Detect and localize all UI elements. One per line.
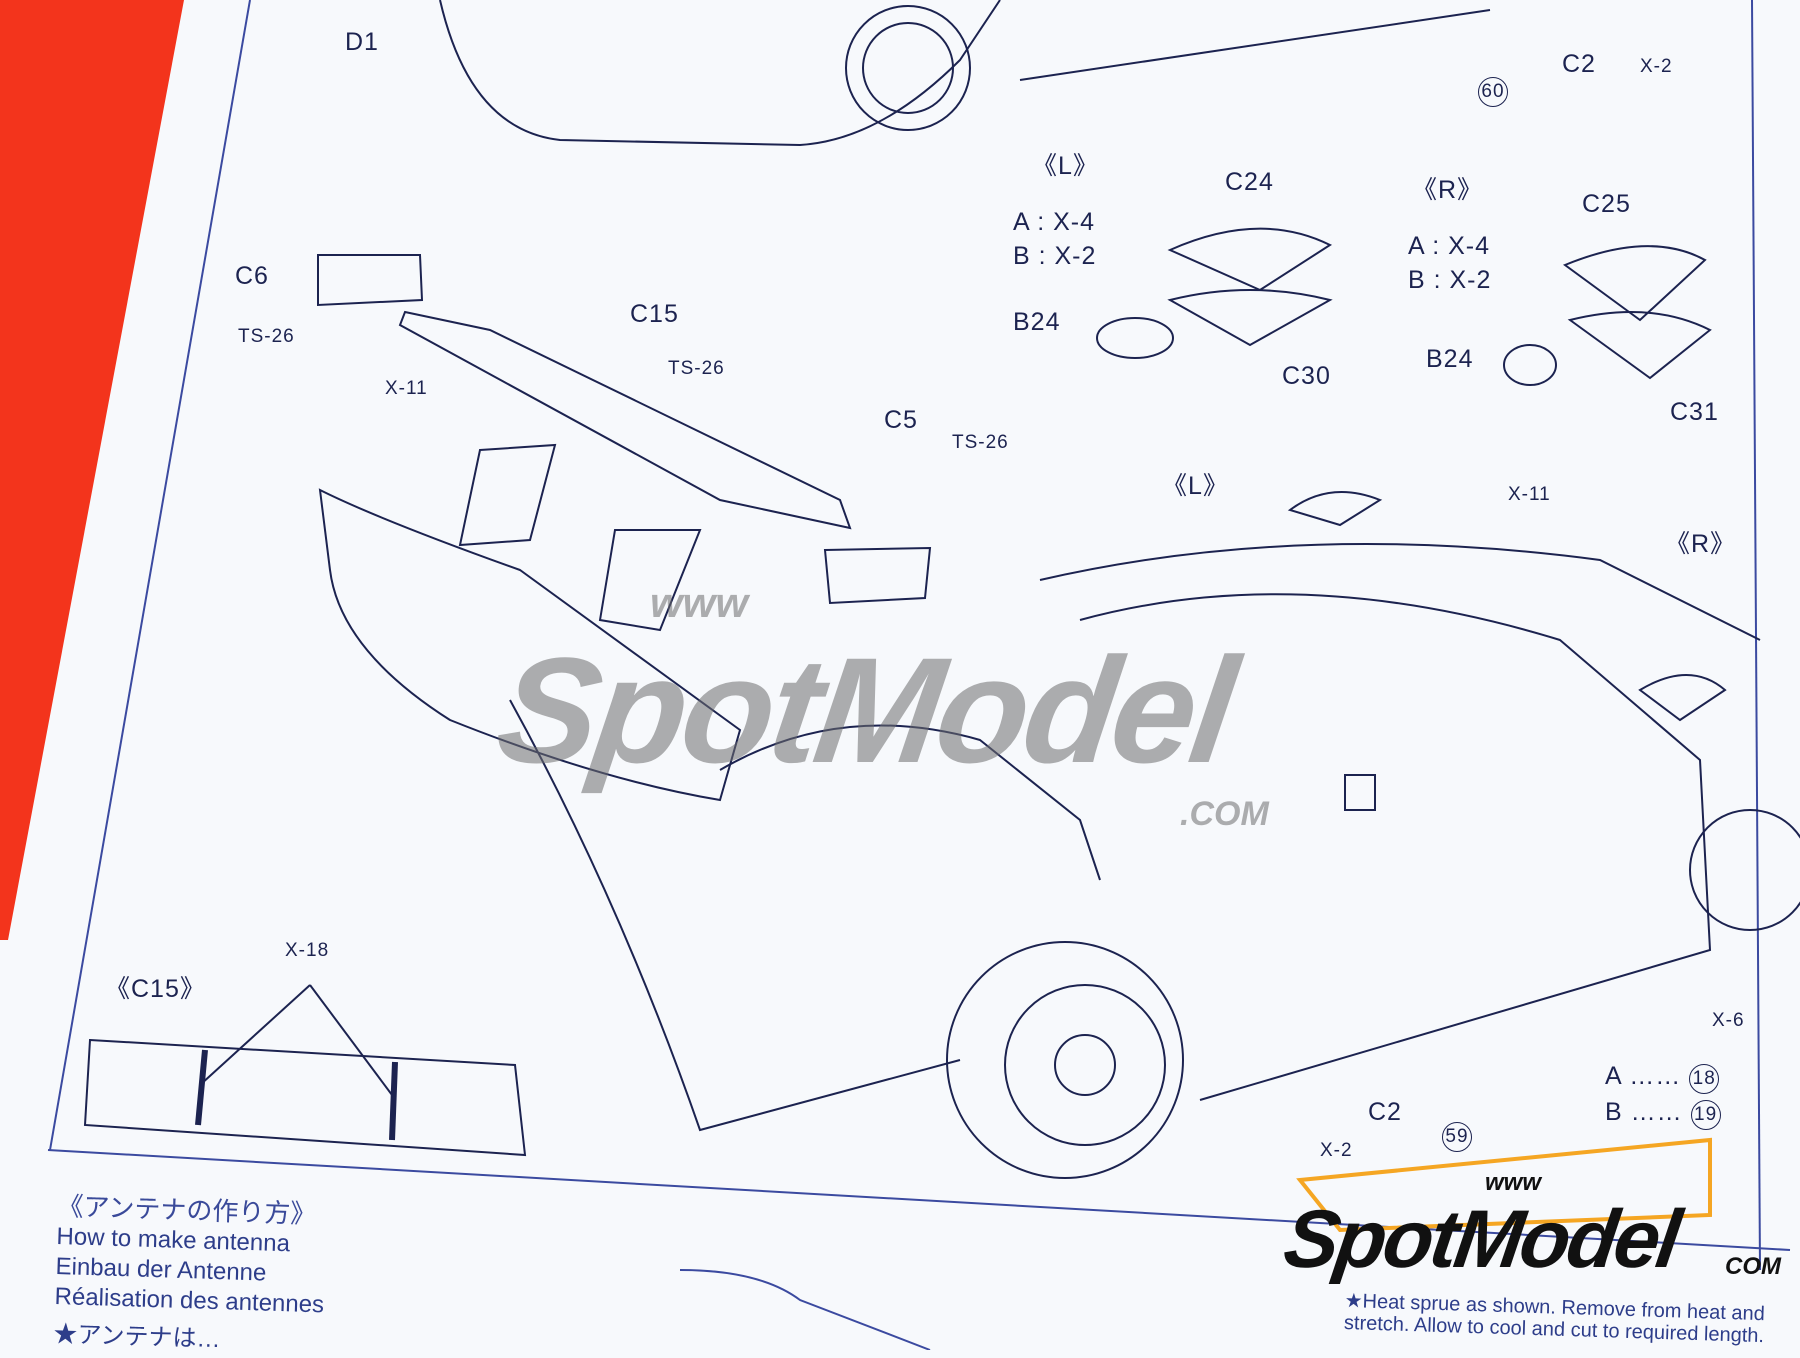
part-label-c31: C31 <box>1670 398 1719 426</box>
left-label: 《L》 <box>1032 152 1099 180</box>
ref-a: A …… 18 <box>1605 1062 1720 1094</box>
right-label-mirror: 《R》 <box>1665 530 1737 558</box>
antenna-section: 《アンテナの作り方》 How to make antenna Einbau de… <box>53 1190 327 1358</box>
antenna-note-jp: ★アンテナは… <box>53 1320 221 1354</box>
paint-code-x18: X-18 <box>285 940 330 961</box>
step-number-60: 60 <box>1478 77 1508 107</box>
ref-b-label: B …… <box>1605 1098 1683 1126</box>
right-label: 《R》 <box>1412 176 1484 204</box>
logo-name: SpotModel <box>1278 1194 1684 1285</box>
part-label-c2: C2 <box>1562 50 1596 78</box>
paint-code-b-x2-right: B : X-2 <box>1408 266 1492 294</box>
watermark-www: www <box>650 579 749 626</box>
detail-label-c15: 《C15》 <box>105 975 206 1003</box>
paint-code-x2-bottom: X-2 <box>1320 1140 1353 1161</box>
paint-code-ts26-c: TS-26 <box>952 432 1009 453</box>
part-label-c25: C25 <box>1582 190 1631 218</box>
paint-code-a-x4: A : X-4 <box>1013 208 1096 236</box>
step-number-59: 59 <box>1442 1122 1472 1152</box>
step-number-18: 18 <box>1689 1064 1720 1094</box>
paint-code-x6: X-6 <box>1712 1010 1745 1031</box>
paint-code-x2: X-2 <box>1640 56 1673 77</box>
part-label-c15: C15 <box>630 300 679 328</box>
part-label-b24: B24 <box>1013 308 1061 336</box>
part-label-c24: C24 <box>1225 168 1274 196</box>
part-label-c6: C6 <box>235 262 269 290</box>
left-label-mirror: 《L》 <box>1162 472 1229 500</box>
paint-code-x11-b: X-11 <box>1508 484 1551 505</box>
watermark-com: .COM <box>1180 795 1269 833</box>
paint-code-ts26: TS-26 <box>238 326 295 347</box>
part-label-c2-bottom: C2 <box>1368 1098 1402 1126</box>
paint-code-x11: X-11 <box>385 378 428 399</box>
paint-code-ts26-b: TS-26 <box>668 358 725 379</box>
logo-com: COM <box>1725 1253 1781 1280</box>
watermark: SpotModel <box>488 626 1243 794</box>
paint-code-b-x2: B : X-2 <box>1013 242 1097 270</box>
part-label-c30: C30 <box>1282 362 1331 390</box>
part-label-d1: D1 <box>345 28 379 56</box>
part-label-b24-right: B24 <box>1426 345 1474 373</box>
paint-code-a-x4-right: A : X-4 <box>1408 232 1491 260</box>
logo-www: www <box>1485 1169 1542 1196</box>
ref-b: B …… 19 <box>1605 1098 1721 1130</box>
ref-a-label: A …… <box>1605 1062 1682 1090</box>
part-label-c5: C5 <box>884 406 918 434</box>
step-number-19: 19 <box>1690 1100 1721 1130</box>
spotmodel-logo: www SpotModel COM <box>1279 1169 1781 1286</box>
